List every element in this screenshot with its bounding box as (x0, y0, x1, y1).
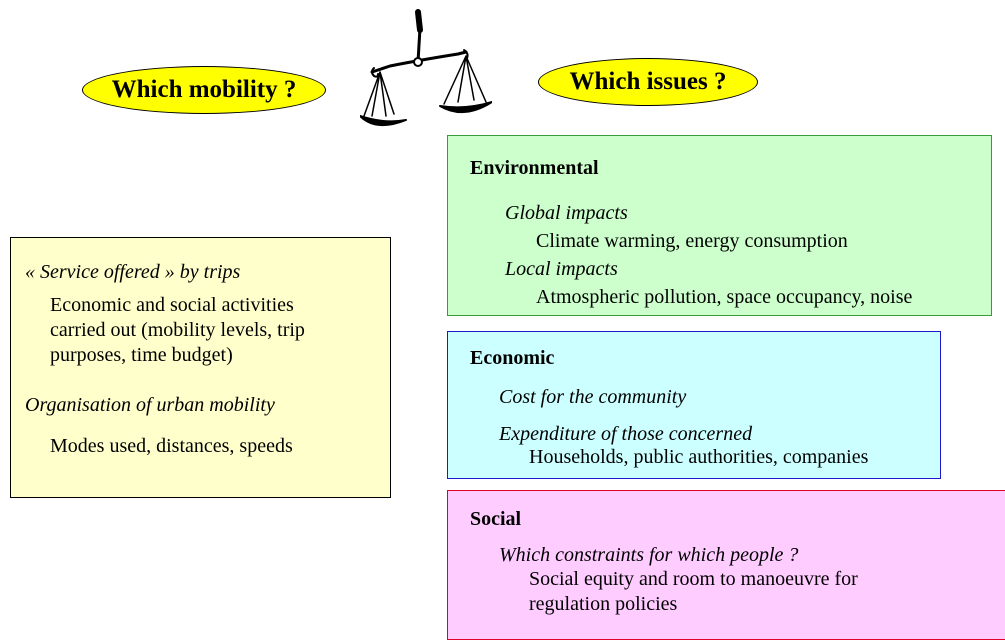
environmental-title: Environmental (470, 157, 599, 179)
balance-scale-icon (360, 9, 492, 127)
expenditure-heading: Expenditure of those concerned (499, 423, 753, 445)
service-box: « Service offered » by trips Economic an… (10, 237, 391, 498)
which-mobility-label: Which mobility ? (111, 76, 297, 103)
service-title: « Service offered » by trips (25, 261, 241, 283)
which-issues-label: Which issues ? (569, 68, 727, 95)
social-title: Social (470, 508, 522, 530)
local-impacts-heading: Local impacts (505, 258, 618, 280)
service-activities-line2: carried out (mobility levels, trip (50, 319, 305, 341)
social-box: Social Which constraints for which peopl… (447, 490, 1005, 640)
service-activities-line3: purposes, time budget) (50, 344, 233, 366)
modes-text: Modes used, distances, speeds (50, 435, 293, 457)
economic-title: Economic (470, 347, 555, 369)
which-issues-ellipse: Which issues ? (538, 58, 758, 106)
social-detail-line2: regulation policies (529, 593, 678, 615)
cost-community-heading: Cost for the community (499, 386, 687, 408)
economic-box: Economic Cost for the community Expendit… (447, 331, 941, 479)
which-mobility-ellipse: Which mobility ? (82, 66, 326, 114)
global-impacts-heading: Global impacts (505, 202, 628, 224)
local-impacts-detail: Atmospheric pollution, space occupancy, … (536, 286, 913, 308)
social-detail-line1: Social equity and room to manoeuvre for (529, 568, 858, 590)
expenditure-detail: Households, public authorities, companie… (529, 446, 869, 468)
environmental-box: Environmental Global impacts Climate war… (447, 135, 992, 316)
organisation-heading: Organisation of urban mobility (25, 394, 275, 416)
constraints-heading: Which constraints for which people ? (499, 544, 799, 566)
global-impacts-detail: Climate warming, energy consumption (536, 230, 848, 252)
service-activities-line1: Economic and social activities (50, 294, 294, 316)
